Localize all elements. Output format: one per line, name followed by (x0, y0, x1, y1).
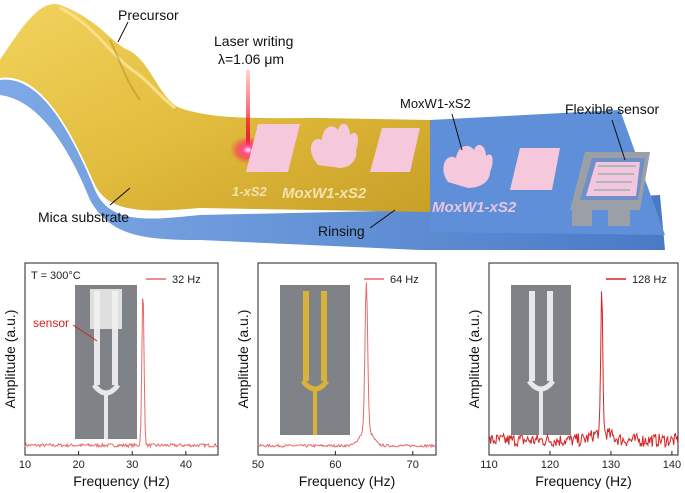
sensor-label: sensor (33, 316, 69, 330)
y-axis-label: Amplitude (a.u.) (2, 310, 18, 409)
label-mica-substrate: Mica substrate (38, 209, 129, 225)
film-text-right: MoxW1-xS2 (432, 199, 517, 216)
pattern-rect-3 (510, 148, 560, 190)
legend-label: 64 Hz (390, 274, 419, 286)
x-tick-label: 10 (19, 459, 31, 471)
temperature-label: T = 300°C (31, 270, 81, 282)
legend-label: 32 Hz (172, 274, 201, 286)
photo-inset (511, 285, 571, 435)
sensor-arrow (72, 324, 98, 342)
film-ridge (59, 6, 176, 110)
y-axis-label: Amplitude (a.u.) (235, 310, 251, 409)
label-rinsing: Rinsing (318, 223, 365, 239)
photo-inset (280, 285, 350, 435)
x-tick-label: 20 (72, 459, 84, 471)
pattern-rect-1 (246, 124, 300, 172)
plot-frame (257, 262, 437, 456)
x-tick-label: 130 (602, 459, 620, 471)
laser-beam (246, 70, 250, 148)
pattern-flame-2 (443, 144, 493, 188)
label-alloy: MoxW1-xS2 (400, 96, 471, 111)
x-tick-label: 140 (663, 459, 681, 471)
label-laser-writing: Laser writing (214, 33, 293, 49)
x-tick-label: 30 (126, 459, 138, 471)
film-text-mid: MoxW1-xS2 (282, 185, 367, 202)
y-axis-label: Amplitude (a.u.) (466, 310, 482, 409)
flexible-sensor-device (570, 152, 650, 226)
legend-label: 128 Hz (632, 274, 667, 286)
x-tick-label: 120 (541, 459, 559, 471)
label-precursor: Precursor (118, 7, 179, 23)
x-tick-label: 70 (407, 459, 419, 471)
x-axis-label: Frequency (Hz) (299, 473, 395, 489)
x-tick-label: 40 (180, 459, 192, 471)
photo-inset (75, 285, 137, 439)
x-tick-label: 50 (252, 459, 264, 471)
plot-frame (488, 262, 679, 456)
pattern-flame-1 (310, 123, 358, 168)
schematic: 1-xS2 MoxW1-xS2 MoxW1-xS2 Precursor Lase… (0, 4, 665, 250)
label-flexible-sensor: Flexible sensor (565, 101, 659, 117)
pattern-rect-2 (370, 128, 420, 172)
film-text-left: 1-xS2 (232, 184, 267, 199)
x-axis-label: Frequency (Hz) (73, 473, 169, 489)
plot-frame (24, 262, 219, 456)
spectrum-line (24, 298, 219, 449)
x-tick-label: 110 (480, 459, 498, 471)
label-laser-wavelength: λ=1.06 μm (218, 51, 284, 67)
spectrum-line (257, 282, 437, 449)
x-axis-label: Frequency (Hz) (535, 473, 631, 489)
x-tick-label: 60 (329, 459, 341, 471)
spectrum-line (488, 291, 679, 449)
